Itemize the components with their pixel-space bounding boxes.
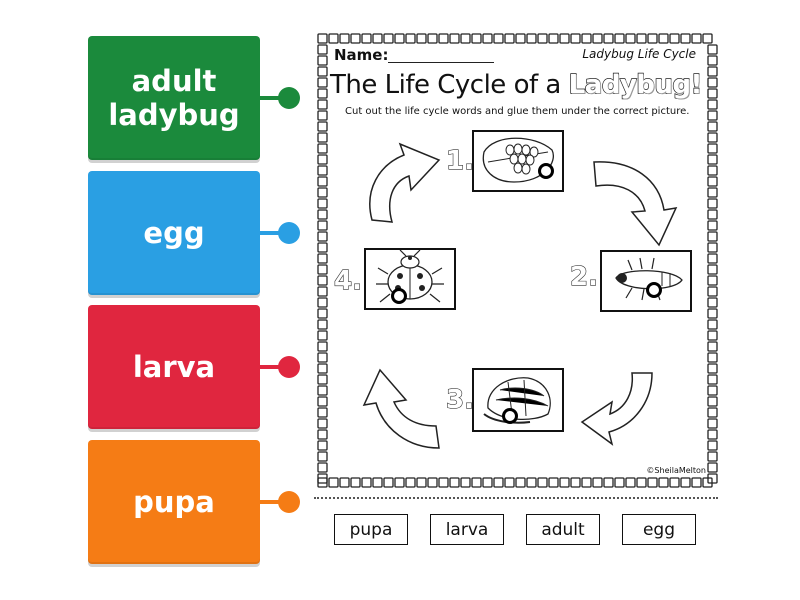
drop-target-stage-2[interactable] (646, 282, 662, 298)
larva-icon (615, 257, 683, 301)
cycle-arrow-icon (362, 368, 440, 449)
stage-number: 3. (445, 384, 474, 415)
answer-tile-pupa[interactable]: pupa (88, 440, 260, 564)
cycle-arrow-icon (593, 161, 678, 247)
tile-label: pupa (133, 485, 215, 519)
title-highlight: Ladybug! (568, 69, 703, 100)
stage-1-box (472, 130, 564, 192)
connector-dot[interactable] (278, 356, 300, 378)
word-label-egg: egg (622, 514, 696, 545)
cut-line (314, 497, 718, 499)
name-line (388, 62, 494, 63)
tile-connector (260, 231, 290, 235)
instructions: Cut out the life cycle words and glue th… (345, 106, 690, 117)
word-label-larva: larva (430, 514, 504, 545)
title-prefix: The Life Cycle of a (330, 70, 569, 100)
cycle-arrow-icon (580, 372, 653, 446)
worksheet-header-title: Ladybug Life Cycle (582, 47, 696, 61)
cycle-arrow-icon (369, 142, 441, 223)
adult-ladybug-icon (376, 249, 444, 303)
answer-tile-egg[interactable]: egg (88, 171, 260, 295)
stage-number: 2. (569, 261, 598, 292)
answer-tile-adult-ladybug[interactable]: adult ladybug (88, 36, 260, 160)
answer-tile-larva[interactable]: larva (88, 305, 260, 429)
worksheet-image: Name: Ladybug Life Cycle The Life Cycle … (314, 30, 720, 492)
stage-number: 1. (445, 145, 474, 176)
word-label-pupa: pupa (334, 514, 408, 545)
copyright-text: ©SheilaMelton (646, 466, 706, 475)
name-label: Name: (334, 46, 389, 64)
worksheet-border (317, 33, 718, 488)
drop-target-stage-3[interactable] (502, 408, 518, 424)
drop-target-stage-1[interactable] (538, 163, 554, 179)
tile-label: adult (131, 64, 217, 98)
connector-dot[interactable] (278, 87, 300, 109)
tile-label: larva (132, 350, 216, 384)
egg-cluster-on-leaf-icon (482, 137, 554, 183)
tile-connector (260, 96, 290, 100)
tile-connector (260, 500, 290, 504)
tile-connector (260, 365, 290, 369)
stage-number: 4. (333, 265, 362, 296)
connector-dot[interactable] (278, 222, 300, 244)
stage-3-box (472, 368, 564, 432)
tile-label: egg (143, 216, 205, 250)
word-label-adult: adult (526, 514, 600, 545)
stage-4-box (364, 248, 456, 310)
worksheet-title: The Life Cycle of a Ladybug! (330, 69, 703, 100)
pupa-icon (483, 377, 551, 424)
connector-dot[interactable] (278, 491, 300, 513)
stage-2-box (600, 250, 692, 312)
tile-label: ladybug (108, 98, 240, 132)
drop-target-stage-4[interactable] (391, 288, 407, 304)
